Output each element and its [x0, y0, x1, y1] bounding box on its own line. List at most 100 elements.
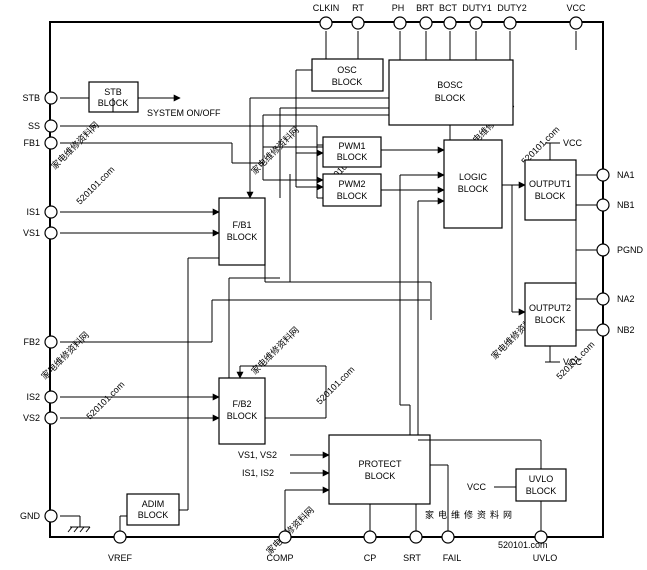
pin-label-na2: NA2: [617, 294, 635, 304]
pin-vref: [113, 530, 127, 544]
fb1-block-line1: F/B1: [232, 220, 251, 230]
adim-block-line1: ADIM: [142, 499, 165, 509]
pin-label-clkin: CLKIN: [313, 3, 340, 13]
output1-block-line1: OUTPUT1: [529, 179, 571, 189]
pin-is2: [44, 390, 58, 404]
right-pins: NA1 NB1 PGND NA2 NB2: [596, 168, 644, 337]
vs-input-label: VS1, VS2: [238, 450, 277, 460]
protect-block-line1: PROTECT: [358, 459, 402, 469]
footer-watermark: 家电维修资料网 520101.com: [425, 509, 548, 550]
osc-block-line2: BLOCK: [332, 77, 363, 87]
pin-vs1: [44, 226, 58, 240]
pin-pgnd: [596, 243, 610, 257]
bosc-block: BOSC BLOCK: [388, 59, 514, 126]
watermark-site: 520101.com: [314, 364, 356, 406]
pin-label-fail: FAIL: [443, 553, 462, 563]
pin-ss: [44, 119, 58, 133]
output2-block: OUTPUT2 BLOCK: [524, 282, 577, 347]
pin-na1: [596, 168, 610, 182]
bosc-block-line1: BOSC: [437, 80, 463, 90]
pin-brt: [419, 16, 433, 30]
footer-watermark-brand: 家电维修资料网: [425, 509, 516, 520]
stb-block-line1: STB: [104, 87, 122, 97]
output2-vcc-label: VCC: [563, 357, 583, 367]
pin-duty2: [503, 16, 517, 30]
bottom-pins: VREF COMP CP SRT FAIL UVLO: [108, 530, 558, 563]
pwm1-block: PWM1 BLOCK: [322, 136, 382, 168]
output1-block-line2: BLOCK: [535, 191, 566, 201]
pwm2-block: PWM2 BLOCK: [322, 173, 382, 207]
pin-is1: [44, 205, 58, 219]
protect-block-line2: BLOCK: [365, 471, 396, 481]
watermark-site: 520101.com: [84, 379, 126, 421]
pin-label-ss: SS: [28, 121, 40, 131]
fb2-block: F/B2 BLOCK: [218, 377, 266, 445]
pin-vcc: [569, 16, 583, 30]
pin-vs2: [44, 411, 58, 425]
pwm1-block-line1: PWM1: [339, 141, 366, 151]
pin-rt: [351, 16, 365, 30]
logic-block: LOGIC BLOCK: [443, 139, 503, 229]
logic-block-line2: BLOCK: [458, 184, 489, 194]
pwm2-block-line1: PWM2: [339, 179, 366, 189]
watermark-background: 家电维修资料网 520101.com 家电维修资料网 520101.com 家电…: [39, 99, 597, 556]
uvlo-block-line2: BLOCK: [526, 486, 557, 496]
pin-label-vcc: VCC: [566, 3, 586, 13]
pwm2-block-line2: BLOCK: [337, 191, 368, 201]
pin-label-duty1: DUTY1: [462, 3, 492, 13]
left-pins: STB SS FB1 IS1 VS1 FB2 IS2 VS2 GND: [20, 91, 58, 523]
pwm1-block-line2: BLOCK: [337, 152, 368, 162]
pin-fb2: [44, 335, 58, 349]
pin-label-bct: BCT: [439, 3, 458, 13]
output2-block-line1: OUTPUT2: [529, 303, 571, 313]
pin-label-srt: SRT: [403, 553, 421, 563]
top-pins: CLKIN RT PH BRT BCT DUTY1 DUTY2 VCC: [313, 3, 586, 30]
pin-nb1: [596, 198, 610, 212]
fb1-block: F/B1 BLOCK: [218, 197, 266, 266]
pin-cp: [363, 530, 377, 544]
pin-label-pgnd: PGND: [617, 245, 644, 255]
pin-label-is1: IS1: [26, 207, 40, 217]
pin-label-cp: CP: [364, 553, 377, 563]
pin-nb2: [596, 323, 610, 337]
pin-label-rt: RT: [352, 3, 364, 13]
pin-fb1: [44, 136, 58, 150]
adim-block: ADIM BLOCK: [126, 493, 180, 526]
pin-label-gnd: GND: [20, 511, 41, 521]
pin-fail: [441, 530, 455, 544]
pin-label-fb1: FB1: [23, 138, 40, 148]
pin-label-duty2: DUTY2: [497, 3, 527, 13]
pin-label-brt: BRT: [416, 3, 434, 13]
pin-clkin: [319, 16, 333, 30]
is-input-label: IS1, IS2: [242, 468, 274, 478]
pin-label-comp: COMP: [267, 553, 294, 563]
fb2-block-line1: F/B2: [232, 399, 251, 409]
pin-label-is2: IS2: [26, 392, 40, 402]
free-labels: SYSTEM ON/OFF VCC VCC VCC VS1, VS2 IS1, …: [147, 108, 583, 492]
pin-label-stb: STB: [22, 93, 40, 103]
logic-block-line1: LOGIC: [459, 172, 488, 182]
pin-label-vref: VREF: [108, 553, 133, 563]
output1-block: OUTPUT1 BLOCK: [524, 159, 577, 221]
watermark-site: 520101.com: [74, 164, 116, 206]
pin-bct: [443, 16, 457, 30]
uvlo-block-line1: UVLO: [529, 474, 554, 484]
output2-block-line2: BLOCK: [535, 315, 566, 325]
pin-label-uvlo: UVLO: [533, 553, 558, 563]
bosc-block-line2: BLOCK: [435, 93, 466, 103]
system-onoff-label: SYSTEM ON/OFF: [147, 108, 221, 118]
pin-label-nb1: NB1: [617, 200, 635, 210]
pin-gnd: [44, 509, 58, 523]
osc-block: OSC BLOCK: [311, 58, 384, 92]
protect-block: PROTECT BLOCK: [328, 434, 431, 505]
pin-ph: [393, 16, 407, 30]
fb2-block-line2: BLOCK: [227, 411, 258, 421]
fb1-block-line2: BLOCK: [227, 232, 258, 242]
output1-vcc-label: VCC: [563, 138, 583, 148]
watermark-brand: 家电维修资料网: [249, 124, 301, 176]
pin-label-vs1: VS1: [23, 228, 40, 238]
pin-label-nb2: NB2: [617, 325, 635, 335]
uvlo-block: UVLO BLOCK: [515, 468, 567, 502]
pin-duty1: [469, 16, 483, 30]
